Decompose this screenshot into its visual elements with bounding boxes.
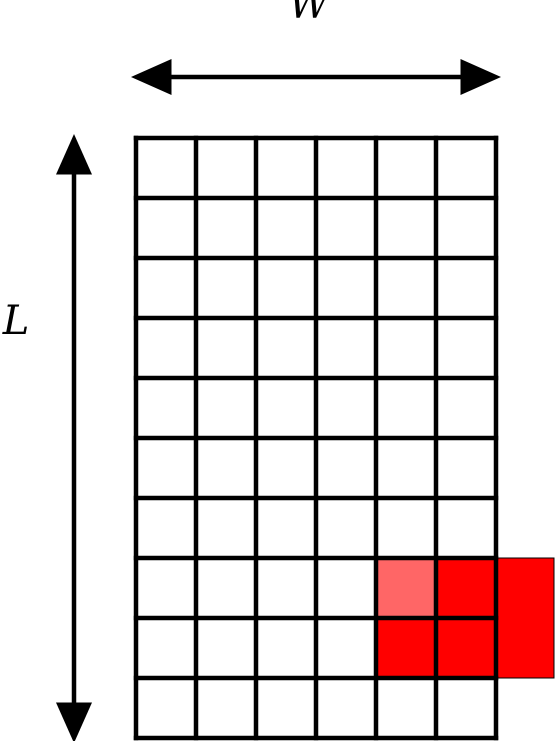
highlighted-cell-r8-c5	[376, 558, 436, 618]
highlighted-cell-r8-c6	[436, 558, 496, 618]
grid-lines	[133, 135, 499, 741]
highlighted-cell-r9-c6	[436, 618, 496, 678]
width-label: W	[288, 0, 332, 28]
grid-cells	[376, 558, 496, 678]
length-label: L	[2, 298, 30, 344]
highlighted-cell-r9-c5	[376, 618, 436, 678]
external-block	[495, 557, 555, 679]
